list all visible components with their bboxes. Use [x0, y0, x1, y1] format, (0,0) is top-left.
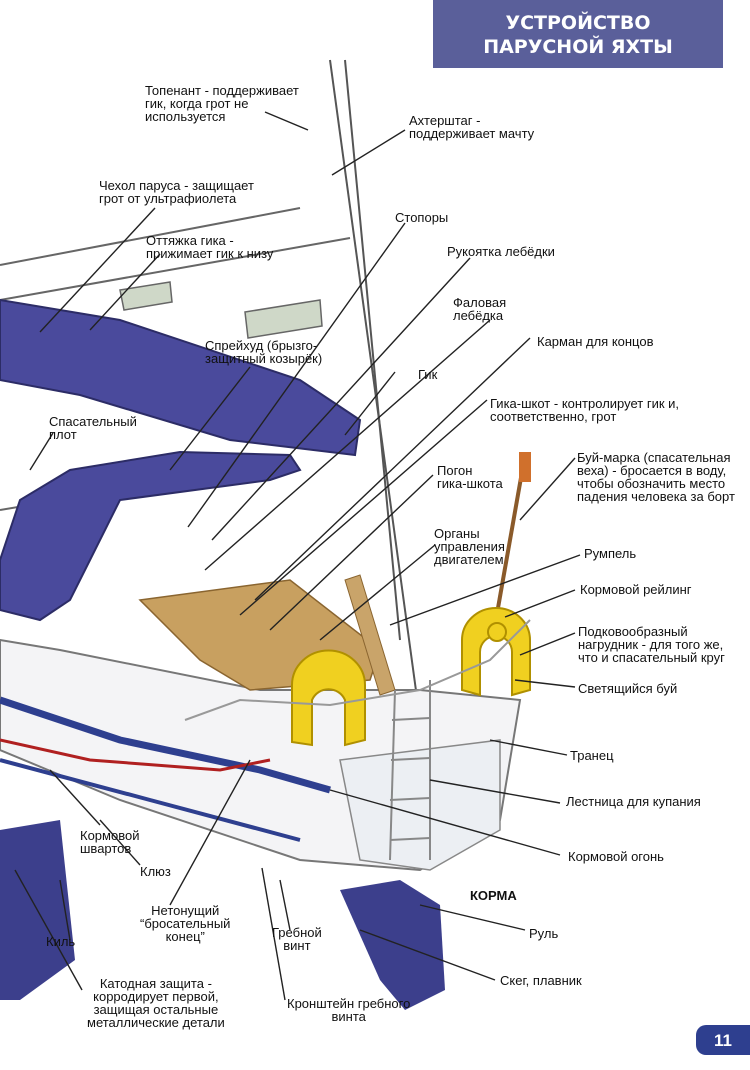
label-anode: Катодная защита - корродирует первой, за… [87, 976, 225, 1030]
label-propeller: Гребной винт [272, 925, 322, 953]
title-text: УСТРОЙСТВО ПАРУСНОЙ ЯХТЫ [433, 11, 723, 59]
page-number: 11 [714, 1031, 732, 1050]
label-heaving-line: Нетонущий “бросательный конец” [140, 903, 231, 944]
label-pushpit: Кормовой рейлинг [580, 582, 692, 597]
label-skeg: Скег, плавник [500, 973, 582, 988]
label-spray-hood: Спрейхуд (брызго- защитный козырёк) [205, 338, 323, 366]
label-life-raft: Спасательный плот [49, 414, 137, 442]
label-dan-buoy: Буй-марка (спасательная веха) - бросаетс… [577, 450, 735, 504]
label-transom: Транец [570, 748, 614, 763]
label-engine-controls: Органы управления двигателем [434, 526, 505, 567]
label-winch-handle: Рукоятка лебёдки [447, 244, 555, 259]
label-fairlead: Клюз [140, 864, 171, 879]
label-halyard-winch: Фаловая лебёдка [453, 295, 507, 323]
label-boom-vang: Оттяжка гика - прижимает гик к низу [146, 233, 274, 261]
label-topping-lift: Топенант - поддерживает гик, когда грот … [145, 83, 299, 124]
label-prop-bracket: Кронштейн гребного винта [287, 996, 411, 1024]
label-rudder: Руль [529, 926, 559, 941]
title-line-1: УСТРОЙСТВО [505, 12, 651, 34]
page-number-badge: 11 [696, 1025, 750, 1055]
label-horseshoe-buoy: Подковообразный нагрудник - для того же,… [578, 624, 725, 665]
label-mainsheet-track: Погон гика-шкота [437, 463, 503, 491]
label-backstay: Ахтерштаг - поддерживает мачту [409, 113, 535, 141]
label-stern-line: Кормовой швартов [80, 828, 140, 856]
label-swim-ladder: Лестница для купания [566, 794, 701, 809]
label-light-buoy: Светящийся буй [578, 681, 678, 696]
label-stern-light: Кормовой огонь [568, 849, 664, 864]
label-rope-pocket: Карман для концов [537, 334, 654, 349]
label-stern: КОРМА [470, 888, 517, 903]
label-sail-cover: Чехол паруса - защищает грот от ультрафи… [99, 178, 254, 206]
label-tiller: Румпель [584, 546, 637, 561]
label-keel: Киль [46, 934, 76, 949]
label-mainsheet: Гика-шкот - контролирует гик и, соответс… [490, 396, 680, 424]
page-title: УСТРОЙСТВО ПАРУСНОЙ ЯХТЫ [433, 0, 723, 68]
label-boom: Гик [418, 367, 438, 382]
label-stoppers: Стопоры [395, 210, 449, 225]
title-line-2: ПАРУСНОЙ ЯХТЫ [483, 36, 673, 58]
